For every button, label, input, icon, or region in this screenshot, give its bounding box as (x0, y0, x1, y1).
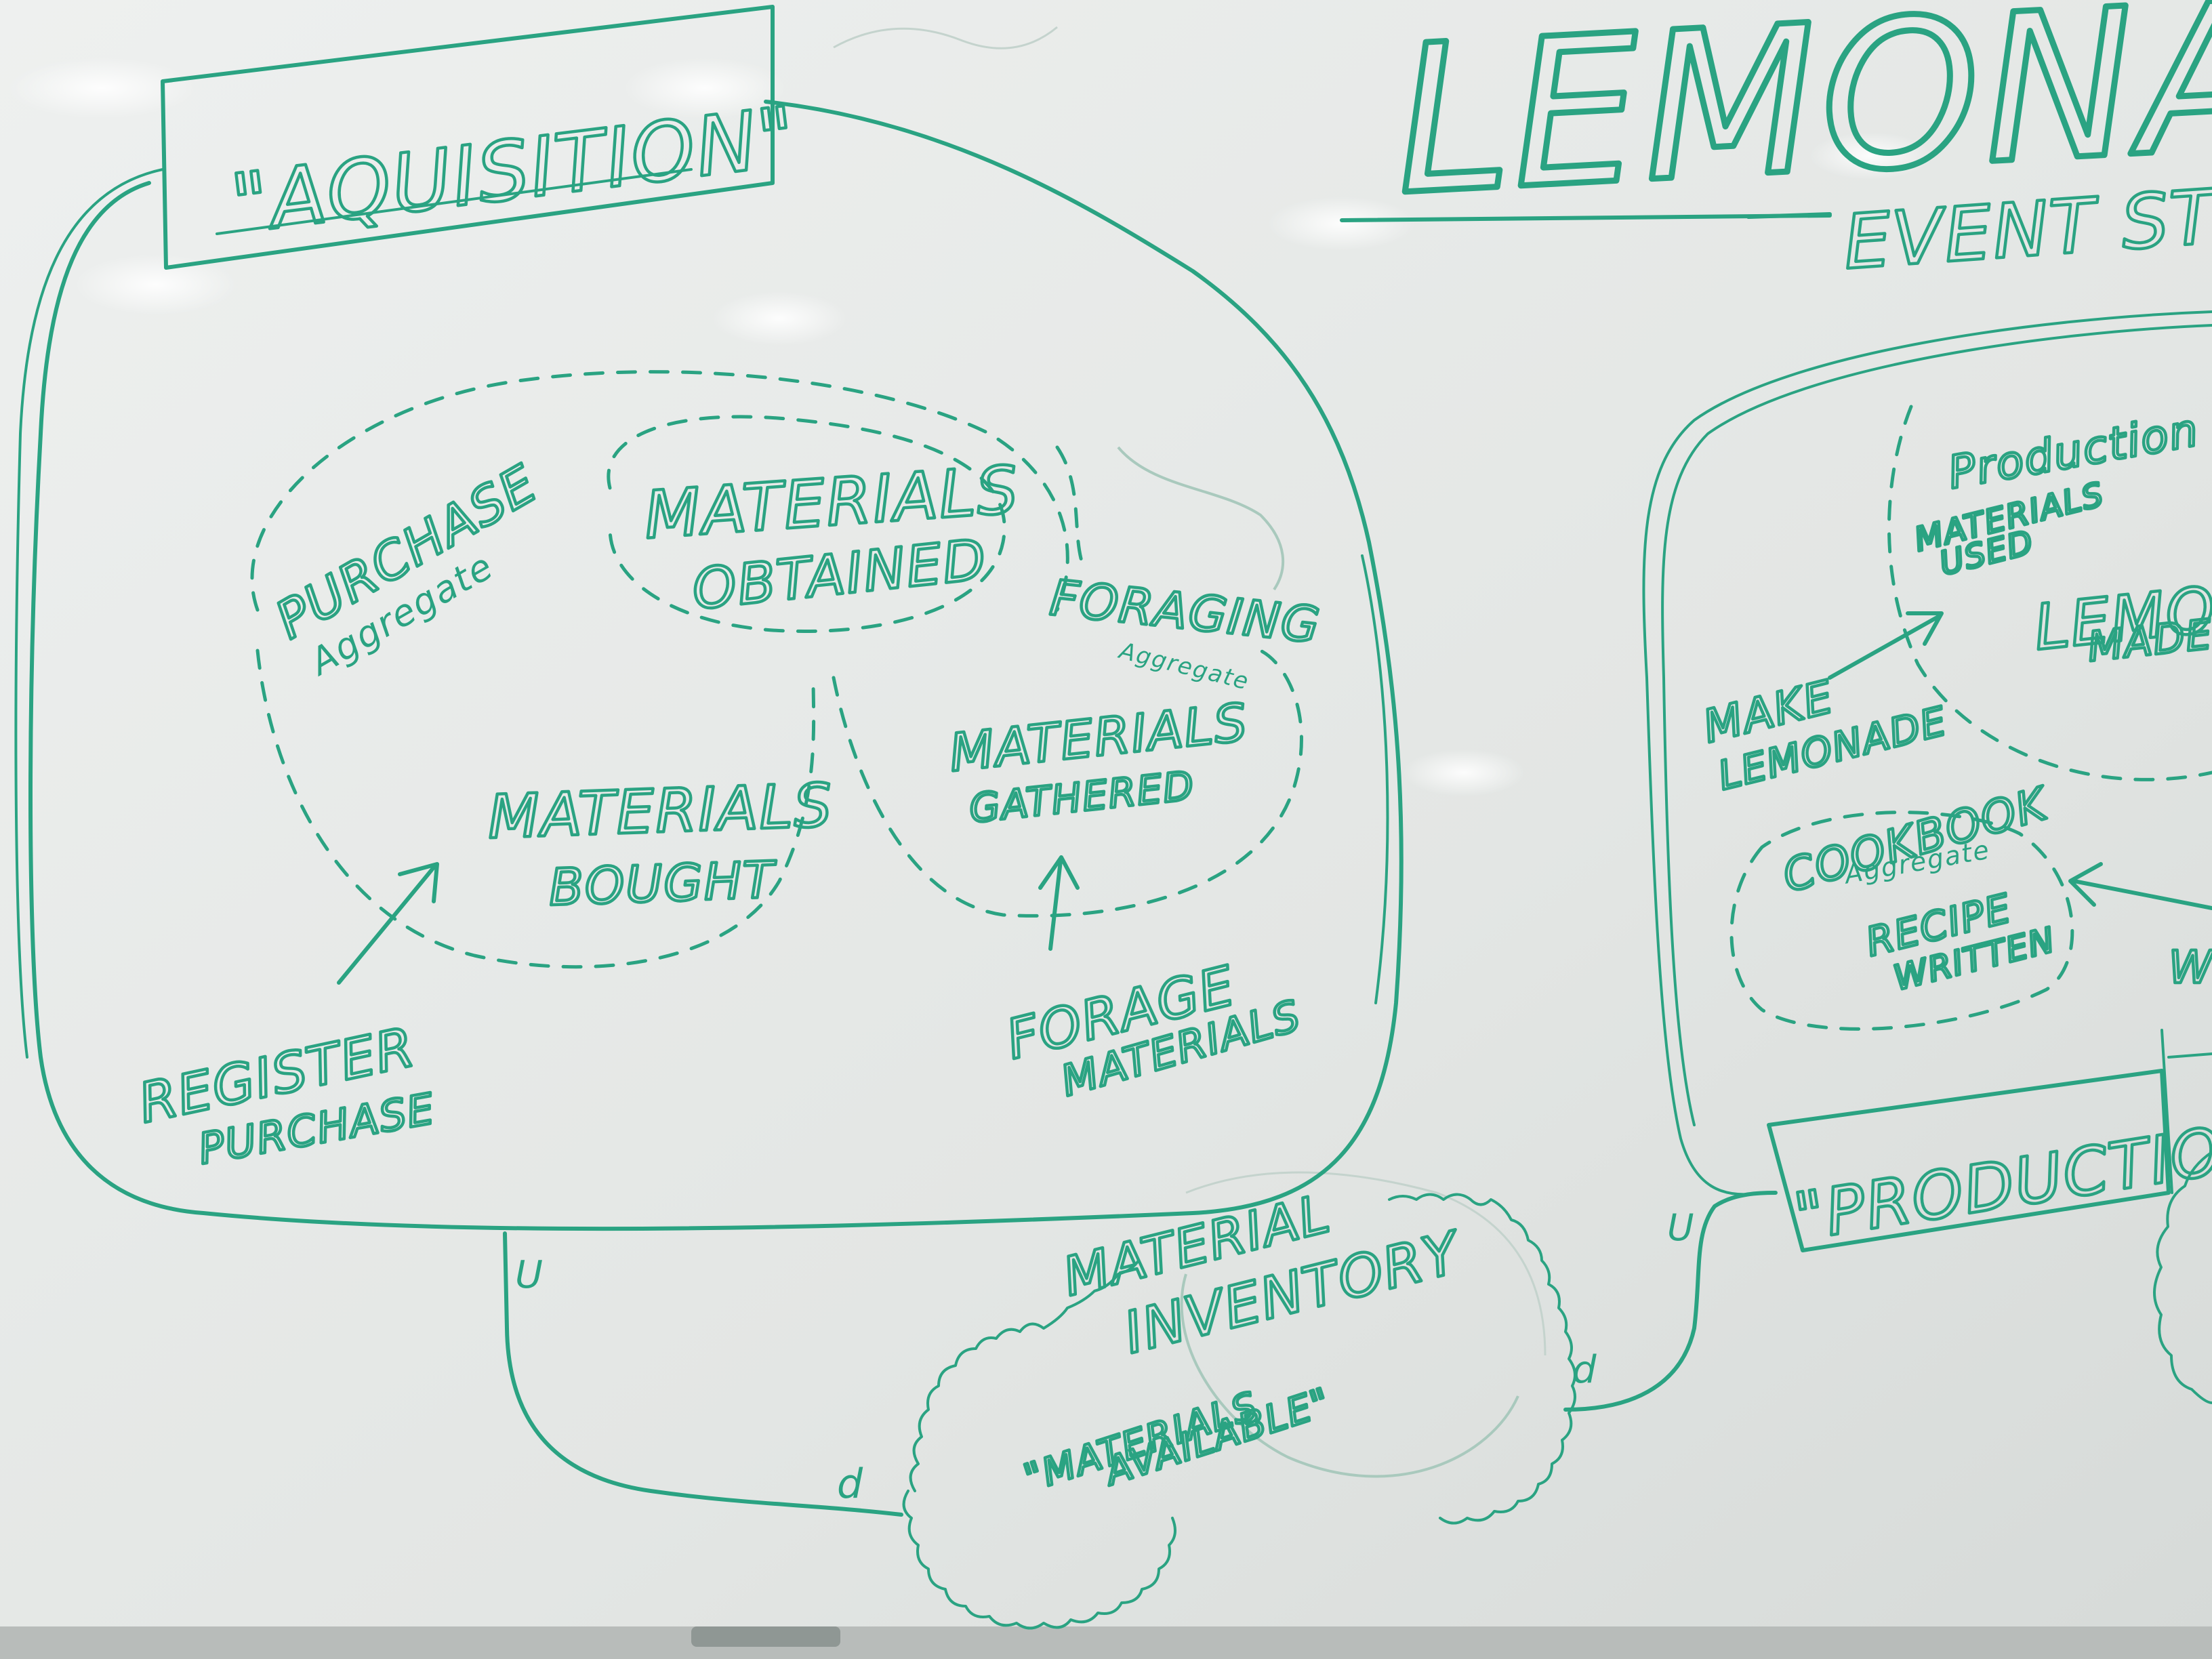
lemonade-title: LEMONAD (1390, 0, 2212, 240)
light-reflections (7, 58, 1931, 796)
connector-downstream-left: d (837, 1460, 864, 1508)
marker-on-tray (691, 1626, 840, 1647)
materials-bought-line1: MATERIALS (487, 771, 834, 853)
connector-downstream-right: d (1572, 1348, 1598, 1392)
board-frame (0, 1626, 2212, 1659)
connector-upstream-left: U (515, 1253, 544, 1297)
connector-upstream-right: U (1667, 1206, 1696, 1249)
materials-bought-line2: BOUGHT (548, 851, 779, 917)
write-recipe-cut: W (2169, 941, 2212, 994)
header: LEMONAD EVENT ST (1340, 0, 2212, 287)
